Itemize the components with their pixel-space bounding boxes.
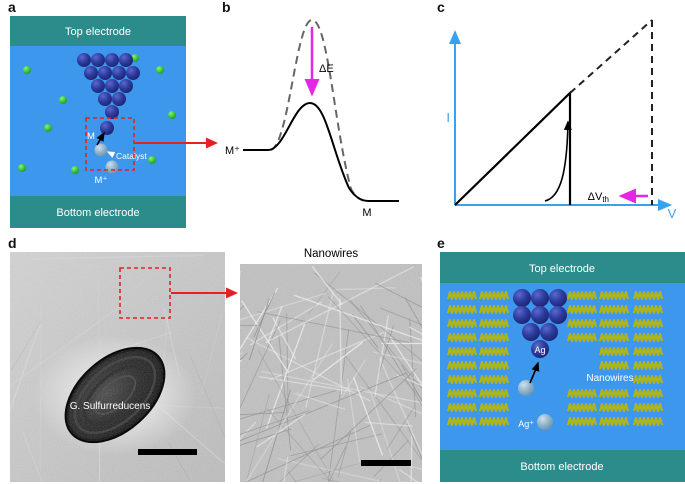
catalyst-pointer-arrow-icon	[106, 151, 116, 158]
scale-bar	[138, 449, 197, 455]
scale-bar	[361, 460, 411, 466]
top-electrode-label: Top electrode	[65, 26, 131, 38]
zoom-region-box	[85, 117, 135, 171]
current-axis-label: I	[446, 110, 450, 125]
threshold-shift-main: ΔV	[588, 191, 603, 203]
metal-ion-label: M⁺	[95, 175, 108, 186]
bottom-electrode-label: Bottom electrode	[56, 207, 139, 219]
silver-ion-particles	[518, 380, 553, 430]
top-electrode	[10, 16, 186, 46]
catalyst-particles	[94, 143, 119, 174]
voltage-axis-label: V	[668, 206, 677, 221]
panel-a-schematic: Top electrode Bottom electrode	[10, 16, 186, 228]
panel-e-letter: e	[437, 235, 445, 251]
top-electrode	[440, 252, 685, 283]
silver-ion-label: Ag⁺	[518, 419, 534, 429]
iv-curve-solid	[454, 90, 572, 206]
bottom-electrode-label: Bottom electrode	[520, 461, 603, 473]
iv-curve-shifted-diagonal	[569, 19, 653, 94]
panel-a-letter: a	[8, 0, 16, 15]
threshold-shift-sub: th	[602, 195, 609, 204]
panel-e-schematic: Top electrode Bottom electrode Ag Ag	[440, 252, 685, 482]
panel-d-zoom-arrow-icon	[171, 287, 238, 299]
ion-migration-arrow-icon	[529, 361, 540, 384]
metal-filament-spheres	[77, 53, 140, 135]
final-state-label: M	[362, 207, 371, 219]
organism-label: G. Sulfurreducens	[70, 401, 151, 412]
uncatalyzed-barrier-curve	[270, 18, 370, 202]
panel-d-tem-image: G. Sulfurreducens	[10, 252, 225, 482]
silver-atom-label: Ag	[534, 345, 545, 355]
catalyzed-barrier-curve	[268, 101, 399, 202]
ion-migration-arrow-icon	[96, 131, 105, 146]
panel-b-letter: b	[222, 0, 231, 15]
panel-d-letter: d	[8, 235, 17, 251]
initial-state-label: M⁺	[225, 145, 240, 157]
metal-atom-label: M	[87, 131, 95, 142]
top-electrode-label: Top electrode	[529, 263, 595, 275]
threshold-shift-label: ΔVth	[588, 191, 609, 204]
bottom-electrode	[10, 196, 186, 228]
panel-a-zoom-arrow-icon	[135, 137, 218, 149]
panel-d-nanowires-image	[240, 264, 422, 482]
silver-filament-spheres	[513, 289, 567, 358]
bottom-electrode	[440, 450, 685, 482]
panel-c-letter: c	[437, 0, 445, 15]
panel-b-energy-diagram: ΔE M⁺ M	[225, 18, 399, 219]
panel-c-iv-diagram: I V ΔVth	[446, 19, 677, 221]
nanowires-label: Nanowires	[586, 373, 633, 384]
catalyst-label: Catalyst	[116, 151, 147, 161]
switching-arrow-icon	[544, 120, 572, 202]
nanowires-grain	[240, 264, 422, 482]
nanowires-image-title: Nanowires	[303, 248, 359, 260]
energy-barrier-label: ΔE	[319, 63, 334, 75]
zoom-region-box	[119, 267, 171, 319]
